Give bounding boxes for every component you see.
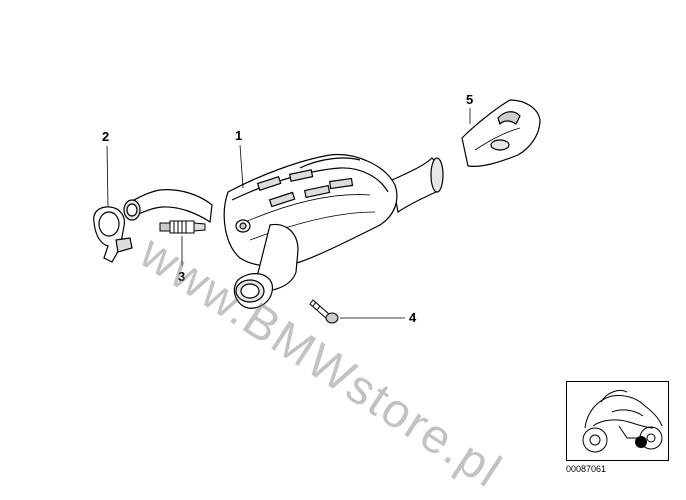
lambda-sensor[interactable] <box>159 220 206 234</box>
callout-2: 2 <box>102 129 110 144</box>
callout-1: 1 <box>235 128 243 143</box>
thumbnail-overview <box>566 381 669 461</box>
muffler-silencer[interactable] <box>123 153 444 309</box>
location-marker <box>635 436 647 448</box>
parts-diagram <box>93 99 541 324</box>
motorcycle-icon <box>582 389 663 453</box>
hex-bolt[interactable] <box>309 299 339 324</box>
diagram-id: 00087061 <box>566 464 607 474</box>
heat-shield-cover[interactable] <box>461 99 541 167</box>
pipe-clamp[interactable] <box>93 206 133 263</box>
callout-4: 4 <box>409 310 417 325</box>
callout-3: 3 <box>178 269 186 284</box>
callout-5: 5 <box>466 92 474 107</box>
leader-lines <box>106 108 471 319</box>
